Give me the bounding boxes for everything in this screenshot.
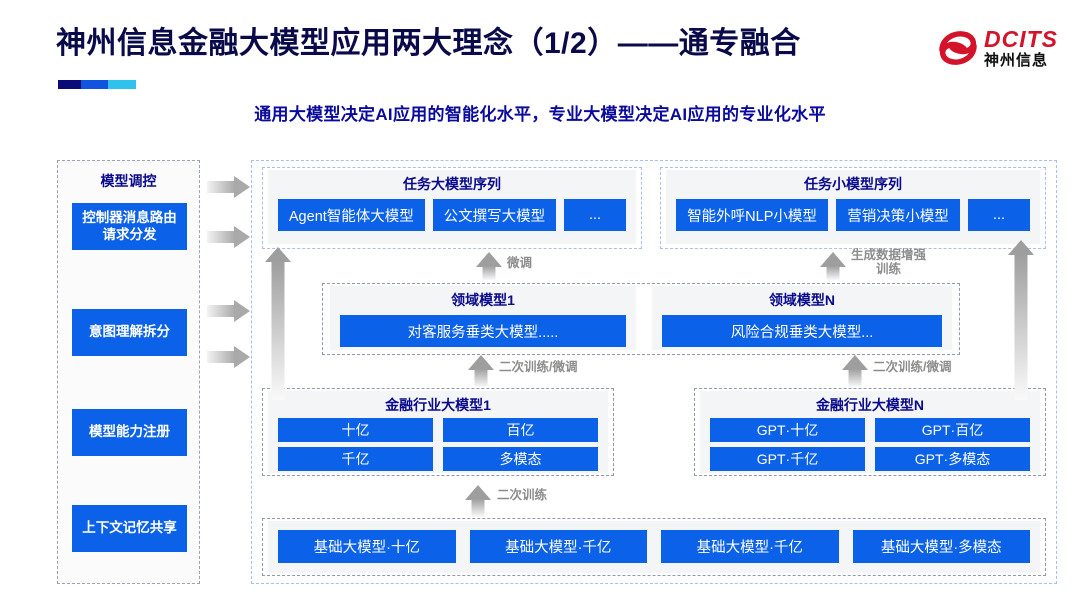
logo-text: DCITS 神州信息 xyxy=(984,26,1058,69)
up-arrow-generate-augment-icon xyxy=(818,252,848,280)
task-big-chip-row: Agent智能体大模型 公文撰写大模型 ... xyxy=(268,192,636,240)
logo-en-text: DCITS xyxy=(984,26,1058,52)
task-small-panel: 任务小模型序列 智能外呼NLP小模型 营销决策小模型 ... xyxy=(666,170,1040,244)
task-small-chip-row: 智能外呼NLP小模型 营销决策小模型 ... xyxy=(666,192,1040,240)
task-big-chip-more[interactable]: ... xyxy=(564,199,626,232)
accent-segment-1 xyxy=(58,80,82,89)
right-arrow-2-icon xyxy=(207,226,250,248)
industry-left-chip-4[interactable]: 多模态 xyxy=(443,447,598,472)
industry-right-chip-2[interactable]: GPT·百亿 xyxy=(875,418,1030,443)
company-logo: DCITS 神州信息 xyxy=(936,20,1064,76)
accent-segment-3 xyxy=(107,80,136,89)
arrow-label-generate-augment: 生成数据增强训练 xyxy=(851,248,926,277)
industry-right-chip-grid: GPT·十亿 GPT·百亿 GPT·千亿 GPT·多模态 xyxy=(700,413,1040,479)
task-small-chip-marketing[interactable]: 营销决策小模型 xyxy=(836,199,960,232)
domain-right-chip-row: 风险合规垂类大模型... xyxy=(652,308,952,356)
accent-segment-2 xyxy=(81,80,108,89)
right-arrow-4-icon xyxy=(207,346,250,368)
base-models-chip-row: 基础大模型·十亿 基础大模型·千亿 基础大模型·千亿 基础大模型·多模态 xyxy=(268,521,1040,572)
base-models-panel: 基础大模型·十亿 基础大模型·千亿 基础大模型·千亿 基础大模型·多模态 xyxy=(268,521,1040,573)
up-arrow-retrain-right-icon xyxy=(840,355,870,387)
industry-left-group-border xyxy=(262,388,614,476)
task-small-chip-more[interactable]: ... xyxy=(968,199,1030,232)
industry-left-panel: 金融行业大模型1 十亿 百亿 千亿 多模态 xyxy=(268,391,608,473)
industry-right-chip-4[interactable]: GPT·多模态 xyxy=(875,447,1030,472)
domain-left-panel: 领域模型1 对客服务垂类大模型..... xyxy=(330,286,636,350)
domain-right-chip-risk[interactable]: 风险合规垂类大模型... xyxy=(662,315,942,348)
task-big-panel: 任务大模型序列 Agent智能体大模型 公文撰写大模型 ... xyxy=(268,170,636,244)
task-big-title: 任务大模型序列 xyxy=(403,176,501,192)
diagram-frame xyxy=(251,160,1057,584)
base-model-chip-3[interactable]: 基础大模型·千亿 xyxy=(661,530,839,563)
logo-cn-text: 神州信息 xyxy=(984,52,1049,69)
arrow-label-finetune: 微调 xyxy=(507,256,533,270)
domain-group-border xyxy=(322,283,960,355)
task-big-chip-agent[interactable]: Agent智能体大模型 xyxy=(278,199,425,232)
task-big-group-border xyxy=(262,167,642,249)
task-big-chip-doc[interactable]: 公文撰写大模型 xyxy=(432,199,556,232)
base-model-chip-1[interactable]: 基础大模型·十亿 xyxy=(278,530,456,563)
task-small-group-border xyxy=(660,167,1046,249)
industry-left-title: 金融行业大模型1 xyxy=(385,397,491,413)
dcits-swirl-icon xyxy=(936,26,980,70)
control-item-registry[interactable]: 模型能力注册 xyxy=(72,409,187,456)
up-arrow-industry-to-task-left-icon xyxy=(263,247,293,400)
up-arrow-retrain-left-icon xyxy=(466,355,496,387)
control-panel: 模型调控 控制器消息路由请求分发 意图理解拆分 模型能力注册 上下文记忆共享 xyxy=(57,160,200,584)
up-arrow-industry-to-task-right-icon xyxy=(1006,240,1036,400)
base-model-chip-2[interactable]: 基础大模型·千亿 xyxy=(469,530,647,563)
industry-left-chip-1[interactable]: 十亿 xyxy=(278,418,433,443)
domain-left-chip-service[interactable]: 对客服务垂类大模型..... xyxy=(340,315,626,348)
industry-right-chip-3[interactable]: GPT·千亿 xyxy=(710,447,865,472)
arrow-label-generate-augment-text: 生成数据增强训练 xyxy=(851,248,927,277)
accent-bar xyxy=(58,80,136,89)
industry-left-chip-grid: 十亿 百亿 千亿 多模态 xyxy=(268,413,608,479)
industry-right-chip-1[interactable]: GPT·十亿 xyxy=(710,418,865,443)
arrow-label-retrain-right: 二次训练/微调 xyxy=(873,360,952,374)
up-arrow-finetune-icon xyxy=(474,252,504,280)
task-small-chip-nlp[interactable]: 智能外呼NLP小模型 xyxy=(676,199,829,232)
domain-left-chip-row: 对客服务垂类大模型..... xyxy=(330,308,636,356)
industry-left-chip-3[interactable]: 千亿 xyxy=(278,447,433,472)
right-arrow-3-icon xyxy=(207,300,250,322)
up-arrow-base-retrain-icon xyxy=(463,485,493,517)
base-model-chip-4[interactable]: 基础大模型·多模态 xyxy=(852,530,1030,563)
control-panel-title: 模型调控 xyxy=(100,173,157,189)
arrow-label-retrain-left: 二次训练/微调 xyxy=(499,360,578,374)
arrow-label-retrain: 二次训练 xyxy=(497,488,548,502)
base-models-group-border xyxy=(262,518,1046,576)
page-subtitle: 通用大模型决定AI应用的智能化水平，专业大模型决定AI应用的专业化水平 xyxy=(254,105,826,124)
domain-right-panel: 领域模型N 风险合规垂类大模型... xyxy=(652,286,952,350)
industry-left-chip-2[interactable]: 百亿 xyxy=(443,418,598,443)
control-item-context[interactable]: 上下文记忆共享 xyxy=(72,505,187,552)
industry-right-panel: 金融行业大模型N GPT·十亿 GPT·百亿 GPT·千亿 GPT·多模态 xyxy=(700,391,1040,473)
domain-left-title: 领域模型1 xyxy=(451,292,515,308)
control-item-router[interactable]: 控制器消息路由请求分发 xyxy=(72,203,187,250)
page-title: 神州信息金融大模型应用两大理念（1/2）——通专融合 xyxy=(56,27,801,60)
task-small-title: 任务小模型序列 xyxy=(804,176,902,192)
industry-right-title: 金融行业大模型N xyxy=(815,397,925,413)
industry-right-group-border xyxy=(694,388,1046,476)
control-item-intent[interactable]: 意图理解拆分 xyxy=(72,309,187,356)
right-arrow-1-icon xyxy=(207,176,250,198)
domain-right-title: 领域模型N xyxy=(768,292,836,308)
